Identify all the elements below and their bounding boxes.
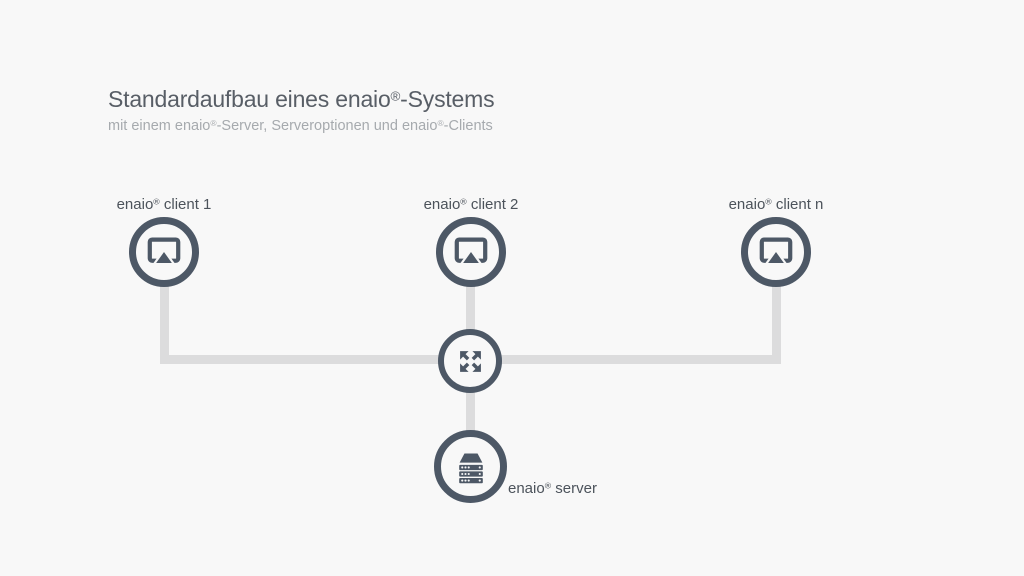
label-text: enaio bbox=[508, 480, 545, 497]
connector-client1-drop bbox=[160, 282, 169, 364]
subtitle-text: -Server, Serveroptionen und enaio bbox=[216, 118, 438, 134]
clientn-label: enaio® client n bbox=[666, 196, 886, 213]
label-text: enaio bbox=[423, 196, 461, 213]
client2-label: enaio® client 2 bbox=[361, 196, 581, 213]
screen-share-icon bbox=[142, 230, 186, 274]
client1-label: enaio® client 1 bbox=[54, 196, 274, 213]
label-text: client 1 bbox=[159, 196, 212, 213]
client1-node bbox=[129, 217, 199, 287]
page-subtitle: mit einem enaio®-Server, Serveroptionen … bbox=[108, 118, 493, 134]
label-text: client n bbox=[771, 196, 824, 213]
registered-trademark-symbol: ® bbox=[544, 480, 552, 491]
registered-trademark-symbol: ® bbox=[460, 196, 467, 207]
label-text: client 2 bbox=[466, 196, 519, 213]
title-text: -Systems bbox=[400, 86, 495, 112]
registered-trademark-symbol: ® bbox=[390, 88, 401, 104]
client2-node bbox=[436, 217, 506, 287]
connector-clientn-drop bbox=[772, 282, 781, 364]
subtitle-text: mit einem enaio bbox=[108, 118, 211, 134]
label-text: server bbox=[551, 480, 597, 497]
server-node bbox=[434, 430, 507, 503]
label-text: enaio bbox=[116, 196, 154, 213]
registered-trademark-symbol: ® bbox=[210, 117, 217, 128]
network-hub-node bbox=[438, 329, 502, 393]
registered-trademark-symbol: ® bbox=[765, 196, 772, 207]
title-text: Standardaufbau eines enaio bbox=[108, 86, 391, 112]
connector-client2-drop bbox=[466, 282, 475, 362]
screen-share-icon bbox=[449, 230, 493, 274]
registered-trademark-symbol: ® bbox=[437, 117, 444, 128]
registered-trademark-symbol: ® bbox=[153, 196, 160, 207]
screen-share-icon bbox=[754, 230, 798, 274]
connector-hub-to-server bbox=[466, 360, 475, 466]
subtitle-text: -Clients bbox=[443, 118, 493, 134]
server-label: enaio® server bbox=[508, 480, 597, 497]
page-title: Standardaufbau eines enaio®-Systems bbox=[108, 86, 495, 113]
server-stack-icon bbox=[450, 446, 492, 488]
clientn-node bbox=[741, 217, 811, 287]
label-text: enaio bbox=[728, 196, 766, 213]
expand-arrows-icon bbox=[452, 343, 489, 380]
